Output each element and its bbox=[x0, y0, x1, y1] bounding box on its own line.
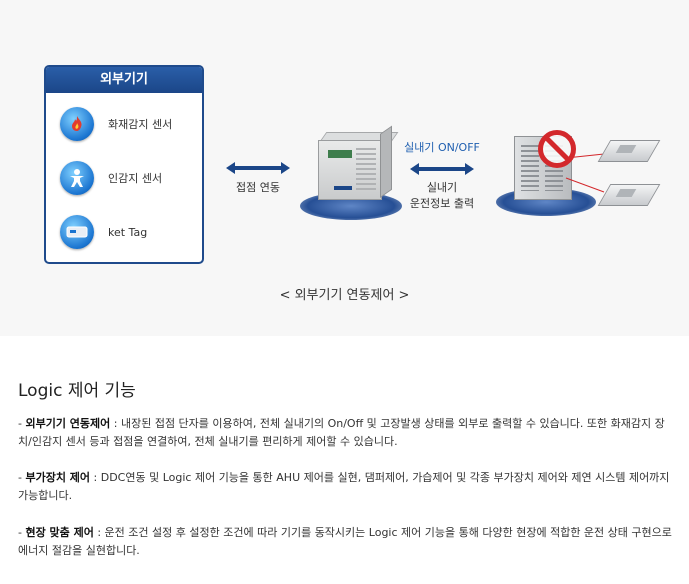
ext-item-label: 화재감지 센서 bbox=[108, 118, 173, 131]
ext-item-label: 인감지 센서 bbox=[108, 172, 163, 185]
panel-title: 외부기기 bbox=[46, 67, 202, 93]
ext-item-fire-sensor: 화재감지 센서 bbox=[60, 105, 172, 143]
ext-item-key-tag: ket Tag bbox=[60, 213, 147, 251]
section-title: Logic 제어 기능 bbox=[18, 381, 136, 401]
controller-screen bbox=[328, 150, 352, 158]
indoor-cassette-unit bbox=[597, 184, 661, 208]
controller-side bbox=[380, 125, 392, 198]
paragraph-auxiliary-control: - 부가장치 제어 : DDC연동 및 Logic 제어 기능을 통한 AHU … bbox=[18, 469, 673, 505]
paragraph-heading: 외부기기 연동제어 bbox=[25, 417, 111, 430]
bullet-dash: - bbox=[18, 417, 26, 430]
ext-item-person-sensor: 인감지 센서 bbox=[60, 159, 162, 197]
right-link-top-label: 실내기 ON/OFF bbox=[404, 141, 480, 154]
paragraph-heading: 현장 맞춤 제어 bbox=[25, 526, 94, 539]
controller-device bbox=[300, 125, 402, 224]
bullet-dash: - bbox=[18, 526, 26, 539]
bullet-dash: - bbox=[18, 471, 26, 484]
right-link-bottom-label-1: 실내기 bbox=[426, 181, 458, 194]
left-link-label: 접점 연동 bbox=[236, 181, 280, 194]
double-arrow-icon bbox=[226, 162, 290, 174]
ext-item-label: ket Tag bbox=[108, 225, 148, 239]
double-arrow-icon bbox=[410, 163, 474, 175]
controller-badge bbox=[334, 186, 352, 190]
fire-icon bbox=[60, 107, 94, 141]
paragraph-heading: 부가장치 제어 bbox=[25, 471, 91, 484]
indoor-cassette-unit bbox=[597, 140, 661, 164]
paragraph-site-control: - 현장 맞춤 제어 : 운전 조건 설정 후 설정한 조건에 따라 기기를 동… bbox=[18, 524, 673, 560]
controller-vents bbox=[356, 148, 376, 192]
paragraph-external-control: - 외부기기 연동제어 : 내장된 접점 단자를 이용하여, 전체 실내기의 O… bbox=[18, 415, 673, 451]
external-devices-panel: 외부기기 화재감지 센서 인감지 센서 ket Tag bbox=[44, 65, 204, 264]
paragraph-text: : DDC연동 및 Logic 제어 기능을 통한 AHU 제어를 실현, 댐퍼… bbox=[18, 471, 670, 502]
diagram-caption: < 외부기기 연동제어 > bbox=[279, 288, 410, 303]
outdoor-unit-grill bbox=[521, 145, 539, 191]
paragraph-text: : 내장된 접점 단자를 이용하여, 전체 실내기의 On/Off 및 고장발생… bbox=[18, 417, 665, 448]
right-link-bottom-label-2: 운전정보 출력 bbox=[409, 197, 475, 210]
card-icon bbox=[60, 215, 94, 249]
person-icon bbox=[60, 161, 94, 195]
paragraph-text: : 운전 조건 설정 후 설정한 조건에 따라 기기를 동작시키는 Logic … bbox=[18, 526, 672, 557]
prohibited-icon bbox=[538, 130, 576, 168]
